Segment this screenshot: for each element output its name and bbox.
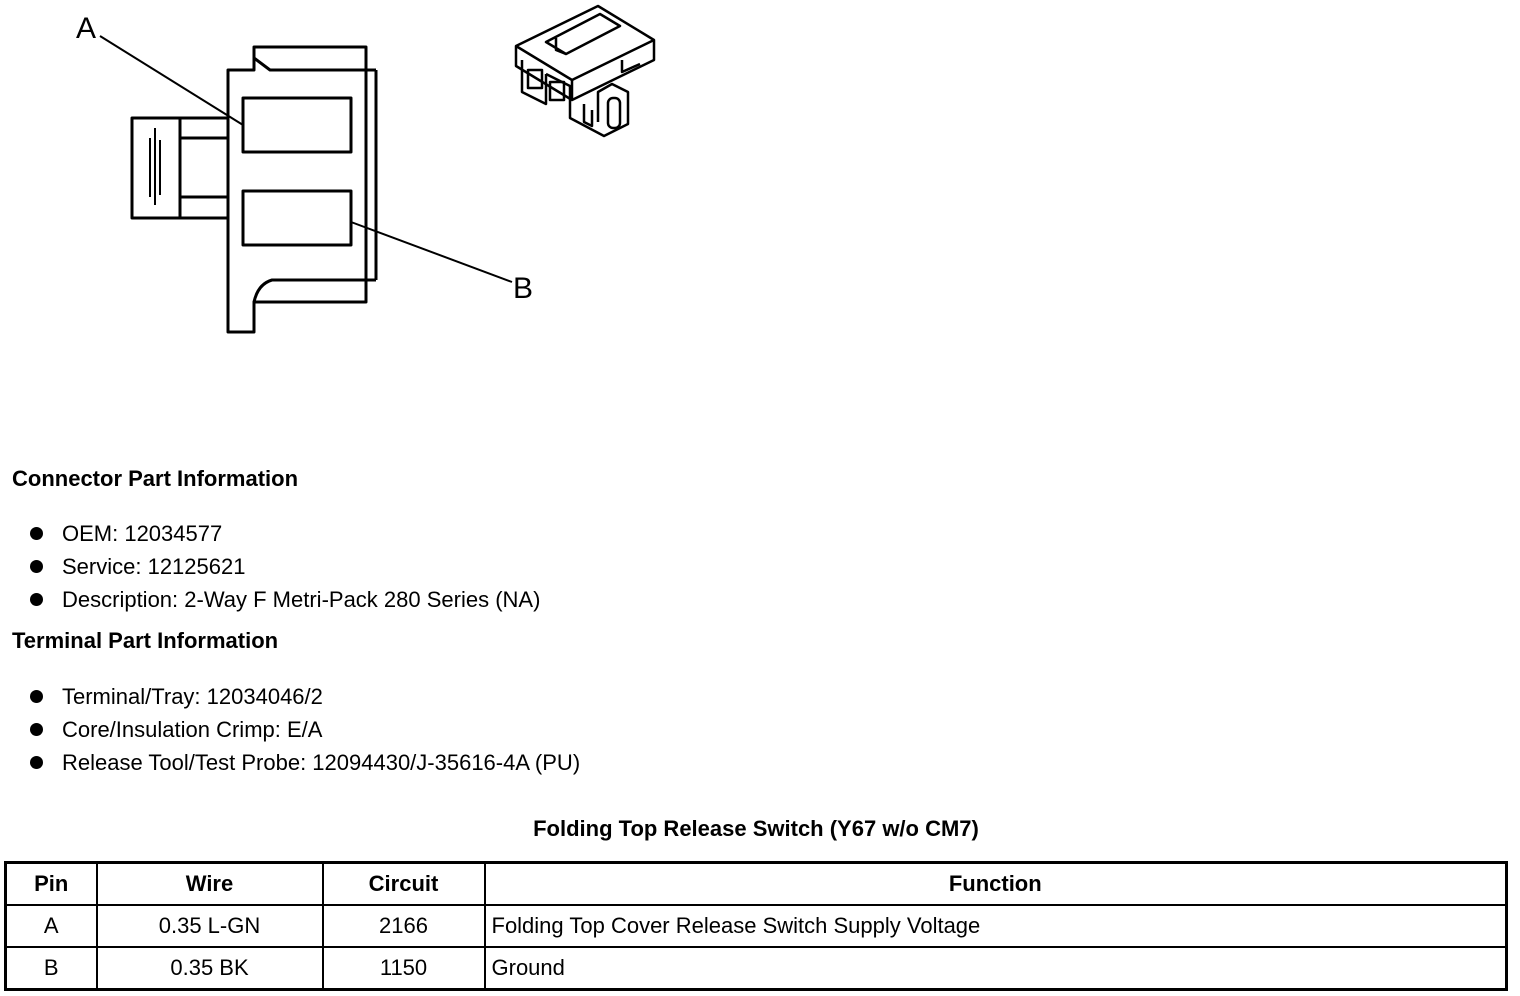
cell-function: Ground [483, 946, 1508, 991]
pinout-table: Pin Wire Circuit Function A 0.35 L-GN 21… [4, 861, 1508, 991]
connector-info-list: OEM: 12034577 Service: 12125621 Descript… [30, 517, 540, 616]
list-item: Release Tool/Test Probe: 12094430/J-3561… [30, 746, 580, 779]
table-header-row: Pin Wire Circuit Function [4, 861, 1508, 906]
terminal-release-tool: Release Tool/Test Probe: 12094430/J-3561… [62, 750, 581, 775]
cell-pin: A [4, 904, 98, 948]
terminal-tray: Terminal/Tray: 12034046/2 [62, 684, 323, 709]
bullet-icon [30, 593, 43, 606]
list-item: Terminal/Tray: 12034046/2 [30, 680, 580, 713]
cell-wire: 0.35 BK [95, 946, 324, 991]
bullet-icon [30, 527, 43, 540]
column-header-circuit: Circuit [321, 861, 486, 906]
cell-wire: 0.35 L-GN [95, 904, 324, 948]
terminal-crimp: Core/Insulation Crimp: E/A [62, 717, 323, 742]
connector-top-flange [253, 56, 366, 72]
connector-diagram: A B [76, 4, 656, 334]
cell-pin: B [4, 946, 98, 991]
table-title: Folding Top Release Switch (Y67 w/o CM7) [533, 816, 979, 841]
leader-line-a [99, 35, 244, 126]
list-item: Description: 2-Way F Metri-Pack 280 Seri… [30, 583, 540, 616]
cavity-b [241, 189, 353, 247]
connector-description: Description: 2-Way F Metri-Pack 280 Seri… [62, 587, 541, 612]
column-header-wire: Wire [95, 861, 324, 906]
cell-circuit: 2166 [321, 904, 486, 948]
list-item: Core/Insulation Crimp: E/A [30, 713, 580, 746]
pin-label-b: B [513, 272, 533, 305]
cell-function: Folding Top Cover Release Switch Supply … [483, 904, 1508, 948]
connector-body-outline [226, 45, 368, 334]
connector-isometric-sketch [514, 4, 656, 138]
table-row: B 0.35 BK 1150 Ground [4, 946, 1508, 991]
connector-section-title: Connector Part Information [12, 466, 299, 491]
bullet-icon [30, 560, 43, 573]
leader-line-b [350, 221, 513, 283]
pin-label-a: A [76, 12, 96, 45]
terminal-info-list: Terminal/Tray: 12034046/2 Core/Insulatio… [30, 680, 580, 779]
bullet-icon [30, 756, 43, 769]
connector-service: Service: 12125621 [62, 554, 246, 579]
cavity-a [241, 96, 353, 154]
list-item: OEM: 12034577 [30, 517, 540, 550]
bullet-icon [30, 723, 43, 736]
column-header-pin: Pin [4, 861, 98, 906]
terminal-section-title: Terminal Part Information [12, 628, 279, 653]
column-header-function: Function [483, 861, 1508, 906]
list-item: Service: 12125621 [30, 550, 540, 583]
bullet-icon [30, 690, 43, 703]
connector-oem: OEM: 12034577 [62, 521, 223, 546]
connector-bottom-flange [252, 278, 366, 303]
cell-circuit: 1150 [321, 946, 486, 991]
table-row: A 0.35 L-GN 2166 Folding Top Cover Relea… [4, 904, 1508, 948]
